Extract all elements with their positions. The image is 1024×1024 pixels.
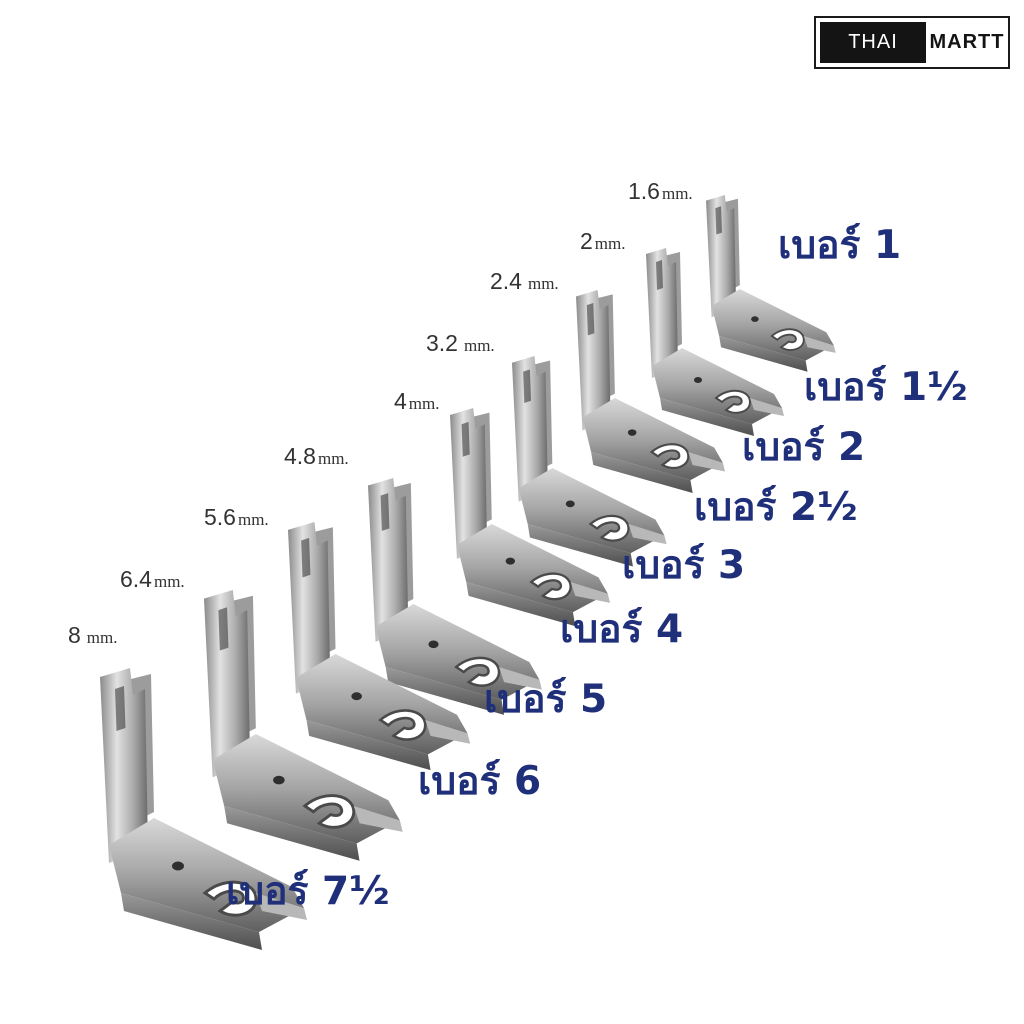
number-label-2: เบอร์ 1½ (804, 365, 968, 410)
number-label-1: เบอร์ 1 (778, 223, 902, 268)
logo-left-text: THAI (820, 22, 926, 63)
number-label-4: เบอร์ 2½ (694, 485, 858, 530)
number-label-8: เบอร์ 6 (418, 759, 542, 804)
number-label-5: เบอร์ 3 (622, 543, 746, 588)
number-label-3: เบอร์ 2 (742, 425, 866, 470)
thai-martt-logo: THAI MARTT (814, 16, 1010, 69)
logo-right-text: MARTT (929, 31, 1005, 53)
number-label-7: เบอร์ 5 (484, 677, 608, 722)
number-label-6: เบอร์ 4 (560, 607, 684, 652)
number-label-9: เบอร์ 7½ (226, 869, 390, 914)
foot-image-1 (705, 194, 837, 373)
